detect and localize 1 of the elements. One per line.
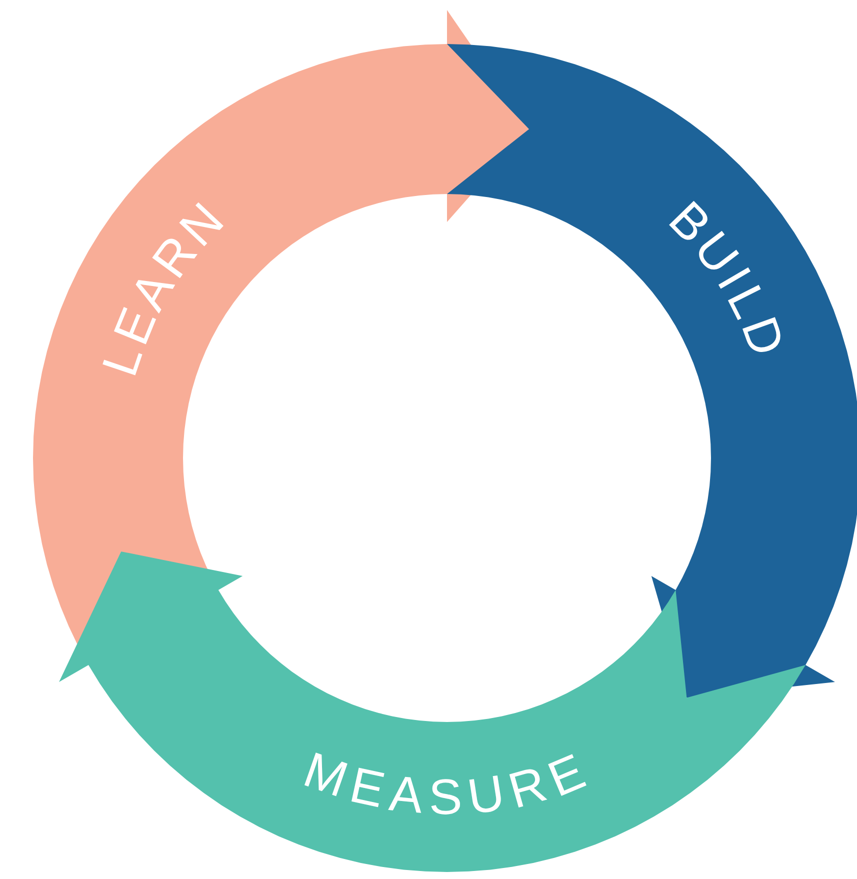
stage-label: MEASURE bbox=[297, 740, 598, 826]
